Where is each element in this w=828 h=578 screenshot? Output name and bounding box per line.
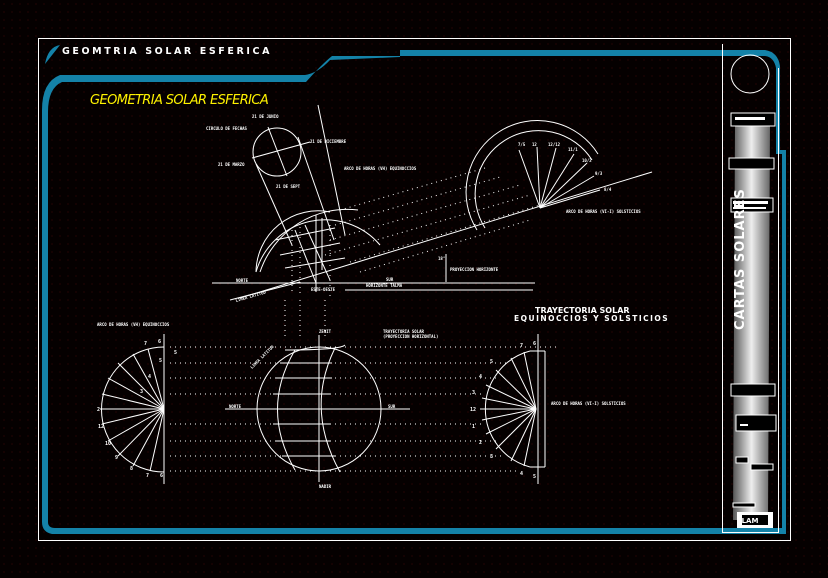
sheet-logo: LAM: [742, 517, 759, 525]
svg-text:7: 7: [146, 473, 149, 479]
east-west-label: ESTE-OESTE: [311, 287, 336, 292]
date-label: 21 DE SEPT: [276, 184, 301, 189]
south-label: SUR: [386, 277, 394, 282]
angle-label: 18°: [438, 256, 445, 261]
svg-text:7: 7: [144, 341, 147, 347]
horizon-talma-label: HORIZONTE TALMA: [366, 283, 403, 288]
trajectory-subheading: EQUINOCCIOS Y SOLSTICIOS: [514, 314, 669, 323]
date-label: 21 DE DICIEMBRE: [310, 139, 347, 144]
svg-text:3: 3: [490, 454, 493, 460]
arc-hours-solstice-label: ARCO DE HORAS (VI-I) SOLSTICIOS: [566, 209, 641, 214]
hour-label: 7/5: [518, 142, 526, 147]
solstice-arc: [465, 120, 599, 231]
svg-text:3: 3: [140, 389, 143, 395]
north-label: NORTE: [236, 278, 249, 283]
svg-text:6: 6: [533, 341, 536, 347]
hour-label: 8/4: [604, 187, 612, 192]
svg-text:3: 3: [472, 390, 475, 396]
svg-text:6: 6: [158, 339, 161, 345]
lower-north-label: NORTE: [229, 404, 242, 409]
date-circle-label: CIRCULO DE FECHAS: [206, 126, 248, 131]
logo-circle: [730, 54, 770, 94]
svg-text:5: 5: [159, 358, 162, 364]
lower-south-label: SUR: [388, 404, 396, 409]
svg-text:6: 6: [160, 473, 163, 479]
lower-arc-hours-equinox-label: ARCO DE HORAS (VH) EQUINOCCIOS: [97, 322, 170, 327]
title-block: LAM CARTAS SOLARES: [722, 44, 779, 533]
lower-arc-hours-solstice-label: ARCO DE HORAS (VI-I) SOLSTICIOS: [551, 401, 626, 406]
hour-label: 11/1: [568, 147, 578, 152]
svg-text:2: 2: [479, 440, 482, 446]
svg-text:4: 4: [479, 374, 482, 380]
lower-diagram: ARCO DE HORAS (VH) EQUINOCCIOS TRAYECTOR…: [97, 300, 626, 489]
svg-text:4: 4: [520, 471, 523, 477]
solstice-fan-rays: [518, 146, 601, 209]
drawing-title: GEOMETRIA SOLAR ESFERICA: [90, 93, 268, 108]
right-fan-hour-labels: 7 6 5 4 3 12 1 2 3 4 5: [470, 341, 536, 480]
svg-text:10: 10: [105, 441, 111, 447]
vertical-title: CARTAS SOLARES: [733, 188, 748, 330]
svg-text:7: 7: [520, 343, 523, 349]
hour-label: 10/2: [582, 158, 592, 163]
solstice-fan-rays-lower: [481, 351, 537, 467]
lower-latitude-line-label: LINEA LATITUD: [249, 344, 275, 370]
date-label: 21 DE JUNIO: [252, 114, 279, 119]
svg-text:4: 4: [148, 374, 151, 380]
svg-text:9: 9: [115, 455, 118, 461]
date-label: 21 DE MARZO: [218, 162, 245, 167]
left-fan-hour-labels: 7 6 5 4 3 2 12 10 9 8 7 6 5: [97, 339, 177, 479]
date-circle: [252, 127, 302, 177]
upper-diagram: CIRCULO DE FECHAS 21 DE JUNIO 21 DE DICI…: [206, 104, 653, 303]
svg-text:1: 1: [472, 424, 475, 430]
sheet-border: [38, 38, 791, 541]
trajectory-heading: TRAYECTORIA SOLAR: [535, 306, 630, 315]
svg-text:5: 5: [533, 474, 536, 480]
horizon-projection-label: PROYECCION HORIZONTE: [450, 267, 499, 272]
projection-sublabel: (PROYECCION HORIZONTAL): [383, 334, 438, 339]
projection-label: TRAYECTORIA SOLAR: [383, 329, 425, 334]
hour-label: 12: [532, 142, 537, 147]
header-title: GEOMTRIA SOLAR ESFERICA: [62, 46, 272, 57]
svg-text:5: 5: [490, 359, 493, 365]
svg-text:12: 12: [470, 407, 476, 413]
svg-text:2: 2: [97, 407, 100, 413]
svg-text:5: 5: [174, 350, 177, 356]
nadir-label: NADIR: [319, 484, 332, 489]
svg-text:12: 12: [98, 424, 104, 430]
svg-text:8: 8: [130, 466, 133, 472]
latitude-line-label: LINEA LATITUD: [235, 289, 267, 303]
arc-hours-equinox-label: ARCO DE HORAS (VH) EQUINOCCIOS: [344, 166, 417, 171]
latitude-line: [239, 171, 653, 299]
hour-label: 12/12: [548, 142, 561, 147]
zenith-label: ZENIT: [319, 329, 332, 334]
hour-label: 9/3: [595, 171, 603, 176]
equinox-fan-rays: [101, 348, 165, 472]
